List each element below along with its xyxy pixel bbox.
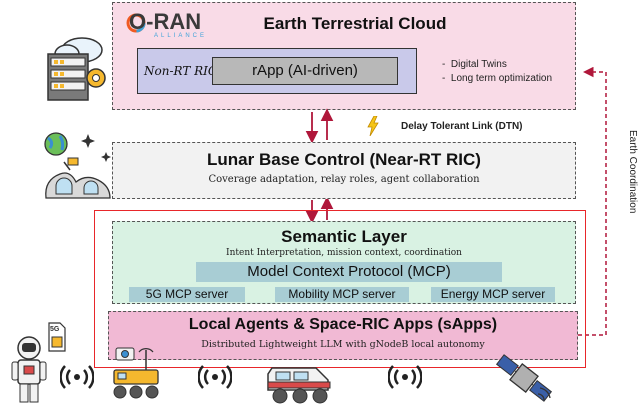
- sim-card-icon: 5G: [48, 322, 66, 352]
- lightning-icon: [366, 116, 380, 136]
- signal-icon: [388, 364, 422, 390]
- oran-logo-subtext: ALLIANCE: [154, 33, 208, 39]
- semantic-layer-title: Semantic Layer: [281, 227, 407, 246]
- mcp-server-mobility: Mobility MCP server: [275, 287, 409, 302]
- lunar-base-icon: [40, 128, 118, 200]
- bullet-long-term-optimization: - Long term optimization: [442, 73, 553, 84]
- mcp-server-mobility-label: Mobility MCP server: [288, 287, 396, 301]
- lunar-base-subtitle: Coverage adaptation, relay roles, agent …: [208, 174, 480, 185]
- moon-vehicle-icon: [264, 356, 336, 406]
- lunar-base-title: Lunar Base Control (Near-RT RIC): [207, 150, 481, 169]
- mcp-bar: Model Context Protocol (MCP): [196, 262, 502, 282]
- mcp-server-5g-label: 5G MCP server: [145, 287, 229, 301]
- mcp-server-5g: 5G MCP server: [129, 287, 245, 302]
- satellite-icon: [494, 350, 554, 406]
- bullet-digital-twins: - Digital Twins: [442, 59, 507, 70]
- mcp-server-energy: Energy MCP server: [431, 287, 555, 302]
- lunar-base-panel: [112, 142, 576, 199]
- space-ric-outline: [94, 210, 586, 368]
- signal-icon: [198, 364, 232, 390]
- oran-logo: O-RAN ALLIANCE: [126, 8, 216, 42]
- oran-logo-text: O-RAN: [129, 9, 202, 34]
- earth-cloud-title: Earth Terrestrial Cloud: [263, 14, 447, 33]
- astronaut-icon: [10, 330, 48, 406]
- sim-card-label: 5G: [50, 326, 60, 333]
- signal-icon: [60, 364, 94, 390]
- cloud-bullets: - Digital Twins - Long term optimization: [442, 58, 552, 86]
- rapp-label: rApp (AI-driven): [252, 62, 358, 79]
- local-agents-panel: [108, 311, 578, 360]
- local-agents-subtitle: Distributed Lightweight LLM with gNodeB …: [201, 339, 485, 350]
- local-agents-title: Local Agents & Space-RIC Apps (sApps): [188, 316, 498, 333]
- dtn-link-label: Delay Tolerant Link (DTN): [401, 121, 523, 132]
- cloud-server-icon: [42, 30, 112, 102]
- mcp-server-energy-label: Energy MCP server: [440, 287, 546, 301]
- rapp-box: rApp (AI-driven): [212, 57, 398, 85]
- semantic-layer-subtitle: Intent Interpretation, mission context, …: [226, 248, 462, 258]
- earth-coordination-label: Earth Coordination: [627, 130, 638, 214]
- mcp-label: Model Context Protocol (MCP): [247, 263, 451, 280]
- rover-robot-icon: [108, 346, 164, 404]
- non-rt-ric-label: Non-RT RIC: [144, 64, 218, 78]
